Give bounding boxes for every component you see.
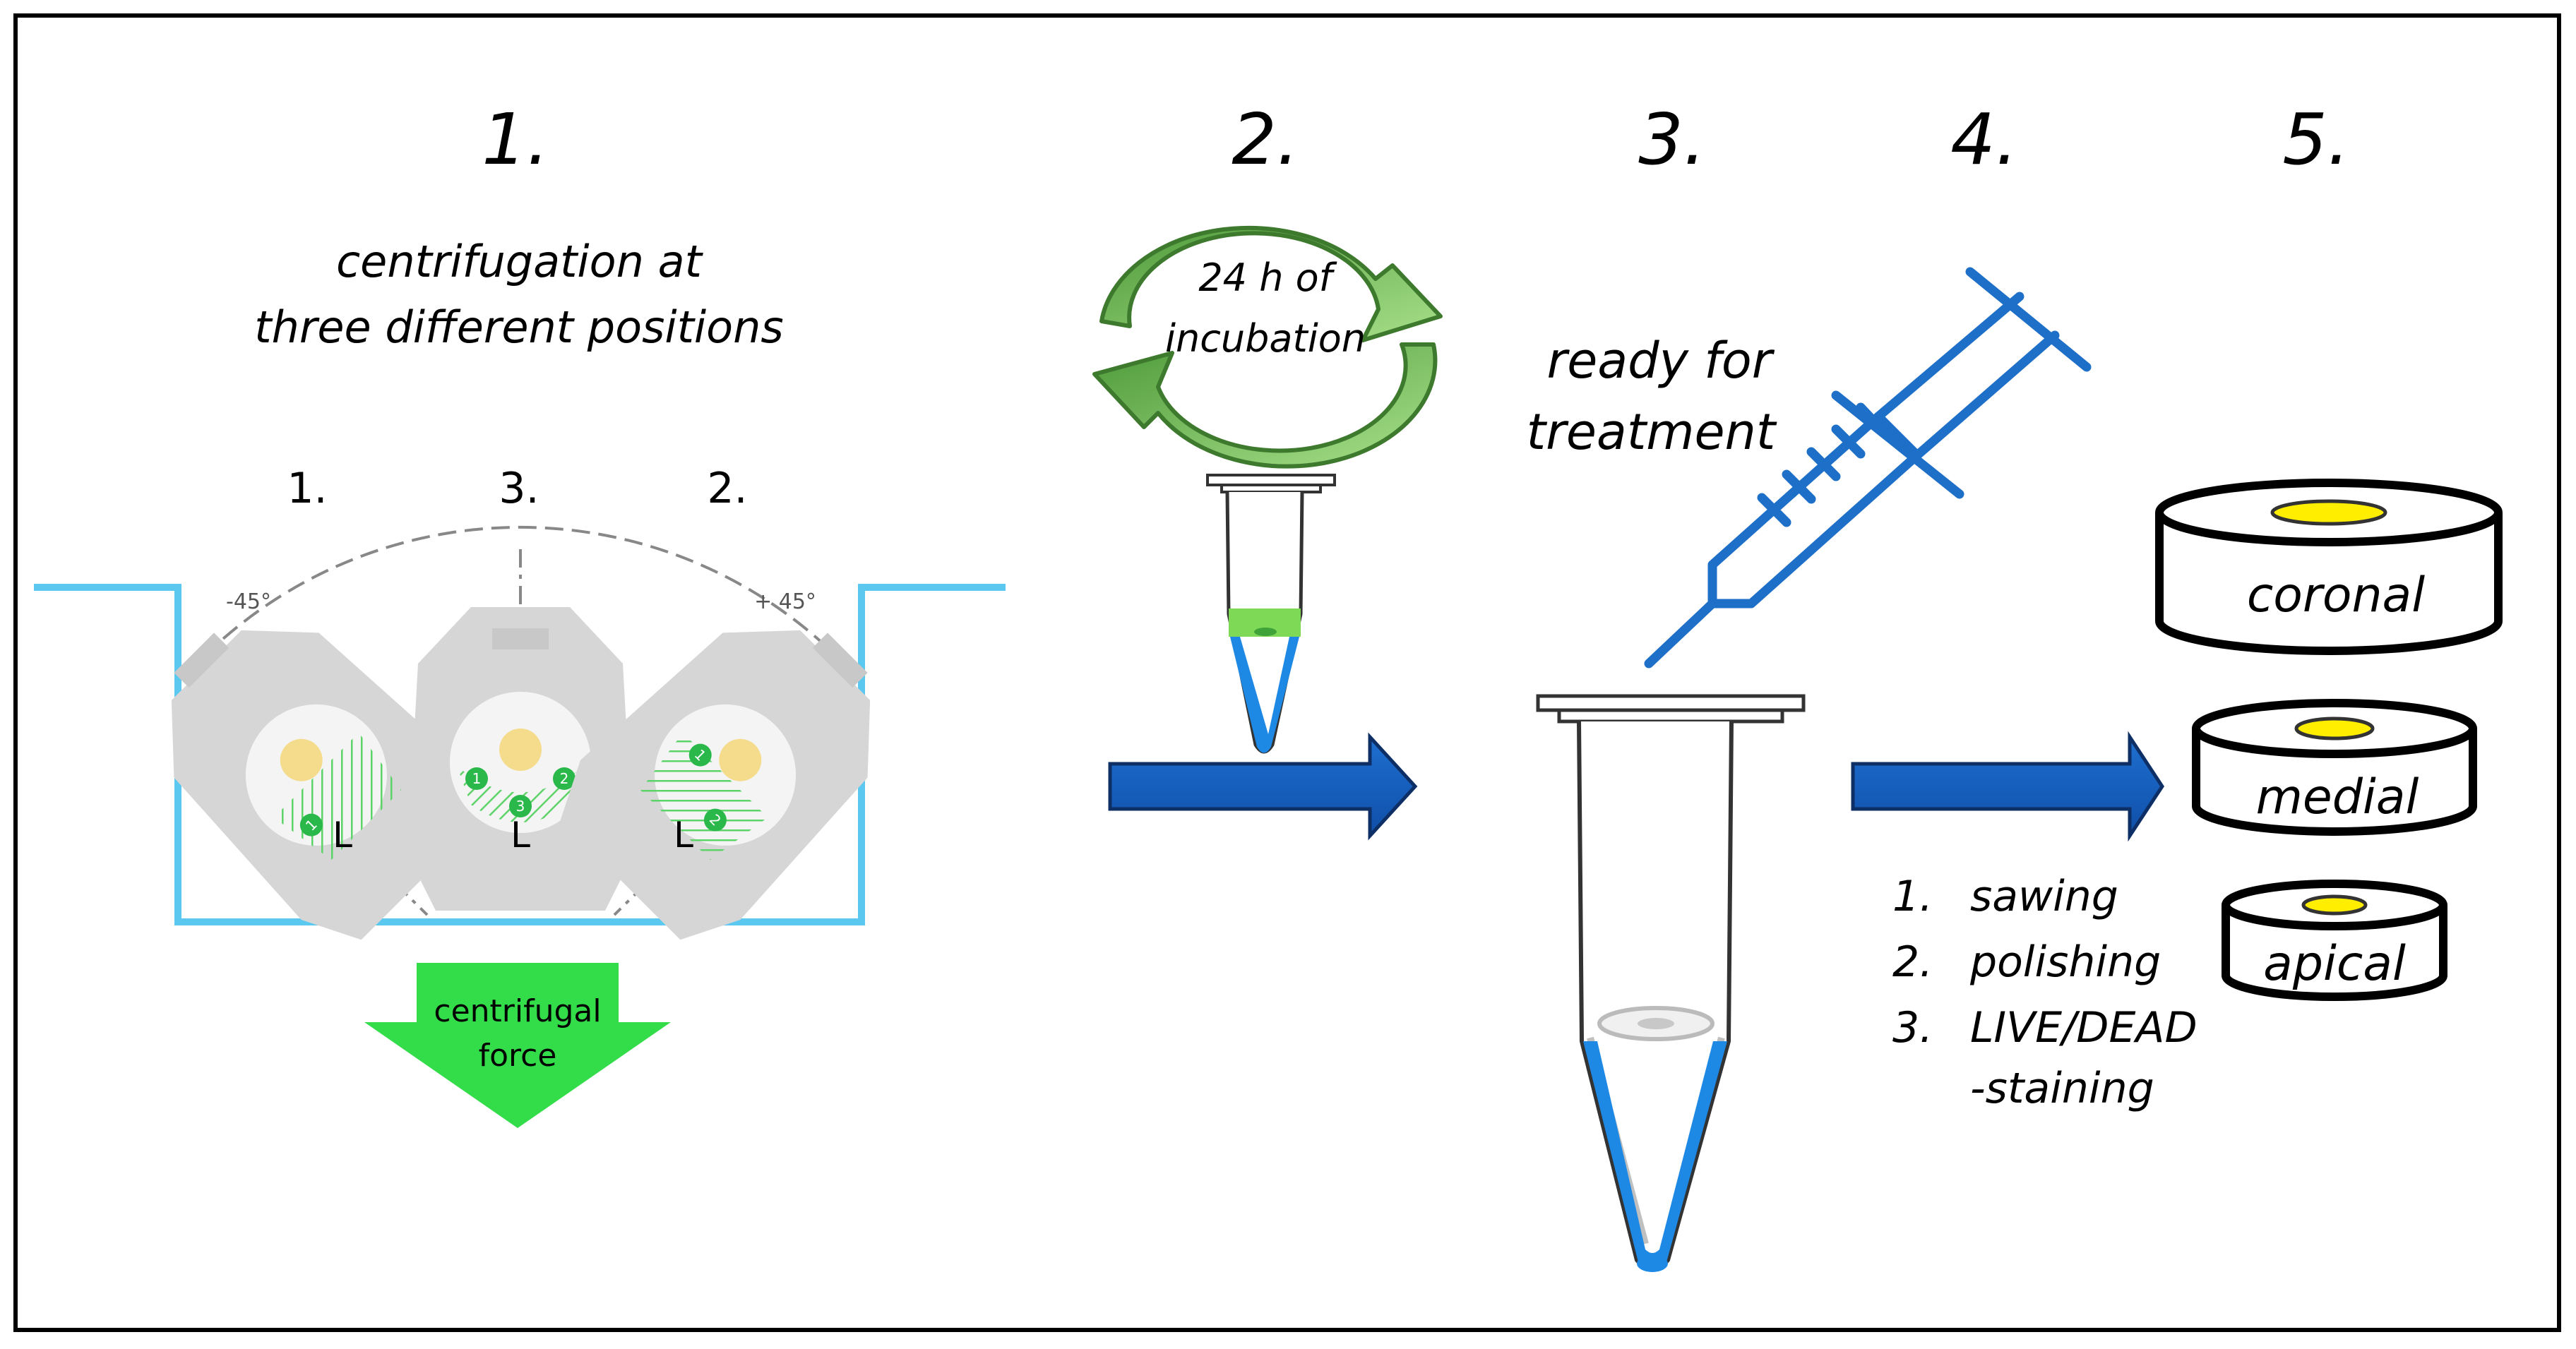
step-number-1: 1. [482, 98, 549, 181]
angle-label-left: -45° [226, 589, 271, 614]
svg-text:medial: medial [2256, 769, 2419, 825]
cycle-label-line2: incubation [1165, 316, 1366, 361]
marker-3-icon [509, 795, 532, 817]
process-item-1-num: 1. [1892, 872, 1933, 921]
step-number-2: 2. [1232, 98, 1299, 181]
process-item-1-text: sawing [1970, 872, 2118, 921]
step-number-5: 5. [2282, 98, 2349, 181]
treatment-label-line1: ready for [1546, 332, 1775, 390]
centrifuge-tank [34, 584, 1006, 925]
treatment-label-line2: treatment [1527, 403, 1777, 461]
centrifugal-force-arrow [364, 963, 671, 1128]
corner-mark-middle: L [511, 815, 530, 856]
marker-1-icon [299, 813, 323, 837]
step5-sections: coronal medial apical [2155, 479, 2503, 1001]
syringe-icon [1644, 267, 2092, 668]
treatment-liquid [1583, 1041, 1727, 1272]
sample-holder-left: 1 [171, 630, 482, 940]
force-label-line2: force [479, 1038, 557, 1074]
incubation-tube [1206, 474, 1336, 754]
svg-text:coronal: coronal [2247, 568, 2425, 623]
svg-text:apical: apical [2263, 936, 2406, 992]
step3-treatment: ready for treatment [1527, 267, 2092, 1272]
svg-text:3: 3 [516, 798, 525, 815]
rotation-arc [184, 526, 857, 678]
marker-2-icon [553, 767, 576, 790]
process-item-3-continuation: -staining [1970, 1064, 2154, 1113]
outer-frame [13, 13, 2561, 1332]
process-item-2-text: polishing [1969, 937, 2161, 987]
position-label-left: 1. [287, 464, 327, 513]
treatment-tube [1536, 694, 1806, 1272]
step1-caption-line2: three different positions [254, 301, 783, 353]
step4-processing: 1. sawing 2. polishing 3. LIVE/DEAD -sta… [1851, 731, 2198, 1113]
step1-caption-line1: centrifugation at [336, 236, 703, 287]
marker-1-icon [465, 767, 488, 790]
step1-centrifugation: centrifugation at three different positi… [34, 236, 1006, 1128]
liquid-layer [1230, 637, 1299, 753]
corner-mark-right: L [674, 815, 693, 856]
svg-text:2: 2 [560, 770, 569, 787]
position-label-right: 2. [707, 464, 747, 513]
flow-arrow-step2-to-3 [1108, 732, 1418, 841]
section-disc-coronal: coronal [2155, 479, 2503, 655]
cycle-arrow-bottom [1092, 342, 1438, 469]
step2-incubation: 24 h of incubation [1092, 225, 1443, 841]
force-label-line1: centrifugal [434, 993, 601, 1029]
corner-mark-left: L [333, 815, 352, 856]
process-item-3-text: LIVE/DEAD [1970, 1003, 2198, 1053]
process-item-2-num: 2. [1892, 937, 1933, 987]
sample-holder-right: 1 2 [560, 630, 871, 940]
step-number-3: 3. [1638, 98, 1705, 181]
marker-2-icon [703, 808, 727, 832]
svg-text:1: 1 [472, 770, 482, 787]
marker-1-icon [688, 743, 712, 767]
cycle-label-line1: 24 h of [1198, 256, 1337, 300]
cycle-arrow-top [1099, 225, 1443, 342]
step-number-4: 4. [1950, 98, 2017, 181]
process-item-3-num: 3. [1892, 1003, 1933, 1053]
section-disc-apical: apical [2222, 880, 2447, 1001]
section-disc-medial: medial [2192, 699, 2477, 836]
flow-arrow-step4-to-5 [1851, 731, 2164, 842]
angle-label-right: + 45° [754, 589, 816, 614]
position-label-middle: 3. [499, 464, 539, 513]
